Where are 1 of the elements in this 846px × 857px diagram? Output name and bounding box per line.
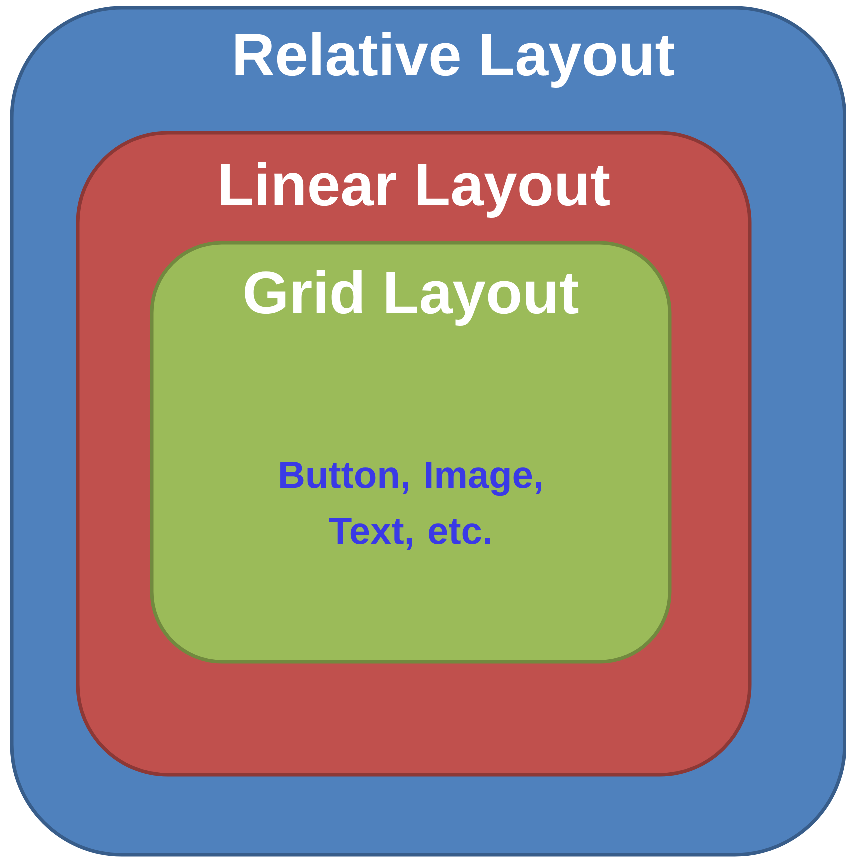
body-text: Button, Image, Text, etc. xyxy=(280,462,542,550)
